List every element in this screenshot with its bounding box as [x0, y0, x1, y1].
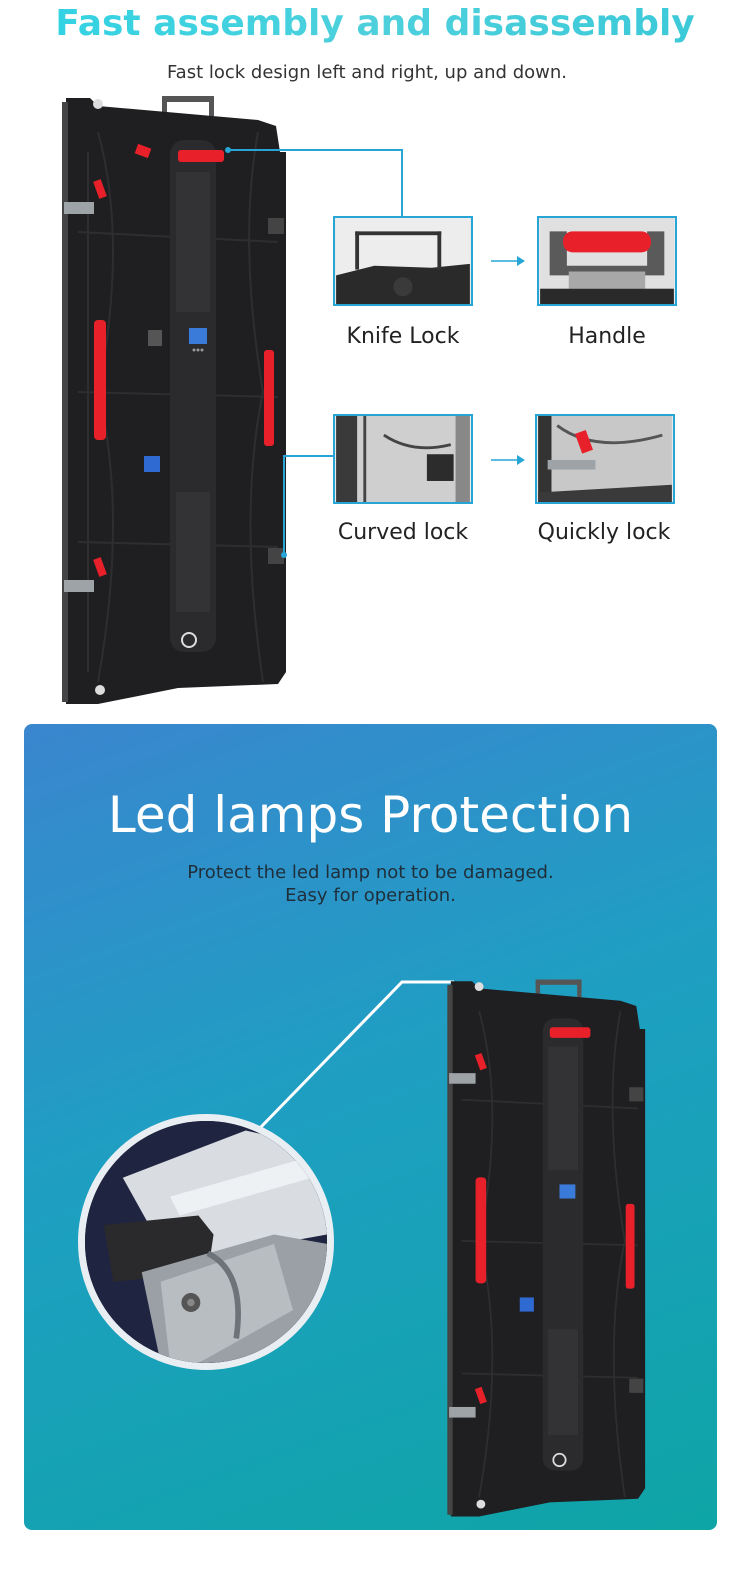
quickly-lock-caption: Quickly lock — [537, 520, 671, 545]
curved-lock-caption: Curved lock — [337, 520, 469, 545]
section-title: Fast assembly and disassembly — [0, 2, 750, 46]
handle-caption: Handle — [568, 324, 646, 349]
lamp-protection-zoom-image — [78, 1114, 334, 1370]
handle-thumbnail — [537, 216, 677, 306]
section-subtitle: Fast lock design left and right, up and … — [166, 62, 567, 83]
arrow-right-icon — [491, 256, 525, 266]
led-cabinet-image — [62, 96, 286, 704]
arrow-right-icon — [491, 455, 525, 465]
led-cabinet-image — [447, 979, 646, 1517]
quickly-lock-thumbnail — [535, 414, 675, 504]
section-title: Led lamps Protection — [107, 786, 634, 844]
section-subtitle-line-1: Protect the led lamp not to be damaged. — [187, 862, 554, 883]
knife-lock-thumbnail — [333, 216, 473, 306]
knife-lock-caption: Knife Lock — [346, 324, 460, 349]
led-protection-section: Led lamps Protection Protect the led lam… — [24, 724, 717, 1530]
curved-lock-thumbnail — [333, 414, 473, 504]
section-subtitle-line-2: Easy for operation. — [285, 885, 456, 906]
fast-assembly-section: Fast assembly and disassembly Fast lock … — [0, 0, 750, 720]
